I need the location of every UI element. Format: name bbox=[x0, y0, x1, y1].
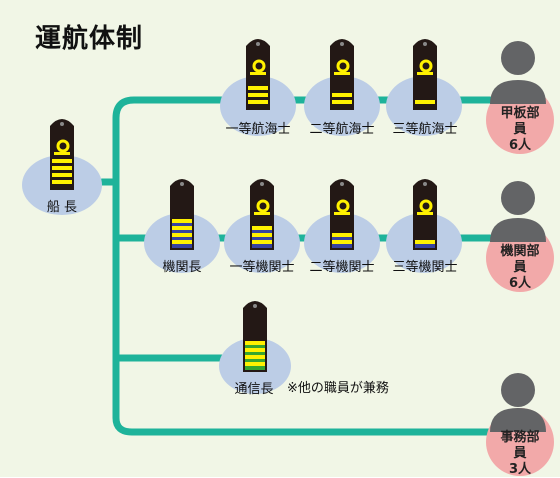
second-officer-shoulder-board bbox=[330, 39, 354, 110]
person-icon bbox=[490, 181, 546, 242]
third-officer-shoulder-board bbox=[413, 39, 437, 110]
rank-label-third-officer: 三等航海士 bbox=[392, 122, 458, 137]
shoulder-boards bbox=[50, 39, 437, 372]
rank-label-second-engineer: 二等機関士 bbox=[309, 260, 375, 275]
crew-groups bbox=[486, 41, 554, 476]
rank-label-captain: 船 長 bbox=[46, 200, 78, 215]
office-crew bbox=[486, 373, 554, 476]
person-icon bbox=[490, 41, 546, 104]
first-officer-shoulder-board bbox=[246, 39, 270, 110]
rank-label-second-officer: 二等航海士 bbox=[309, 122, 375, 137]
rank-label-first-engineer: 一等機関士 bbox=[229, 260, 295, 275]
engine-crew-name: 機関部員 bbox=[500, 244, 540, 275]
office-crew-label: 事務部員 3人 bbox=[500, 430, 540, 478]
office-crew-name: 事務部員 bbox=[500, 430, 540, 461]
page-title: 運航体制 bbox=[35, 24, 144, 54]
deck-crew-count: 6人 bbox=[508, 138, 532, 153]
office-crew-count: 3人 bbox=[508, 462, 532, 477]
engine-crew-label: 機関部員 6人 bbox=[500, 244, 540, 292]
rank-label-chief-engineer: 機関長 bbox=[162, 260, 202, 275]
deck-crew-name: 甲板部員 bbox=[500, 106, 540, 137]
rank-label-third-engineer: 三等機関士 bbox=[392, 260, 458, 275]
radio-note: ※他の職員が兼務 bbox=[287, 381, 389, 396]
rank-label-radio-chief: 通信長 bbox=[234, 382, 274, 397]
engine-crew-count: 6人 bbox=[508, 276, 532, 291]
chief-engineer-shoulder-board bbox=[170, 179, 194, 250]
line-office bbox=[112, 354, 494, 436]
deck-crew bbox=[486, 41, 554, 154]
first-engineer-shoulder-board bbox=[250, 179, 274, 250]
rank-label-first-officer: 一等航海士 bbox=[225, 122, 291, 137]
radio-chief-shoulder-board bbox=[243, 301, 267, 372]
third-engineer-shoulder-board bbox=[413, 179, 437, 250]
deck-crew-label: 甲板部員 6人 bbox=[500, 106, 540, 154]
line-deck bbox=[98, 96, 494, 186]
second-engineer-shoulder-board bbox=[330, 179, 354, 250]
captain-shoulder-board bbox=[50, 119, 74, 190]
person-icon bbox=[490, 373, 546, 432]
engine-crew bbox=[486, 181, 554, 292]
